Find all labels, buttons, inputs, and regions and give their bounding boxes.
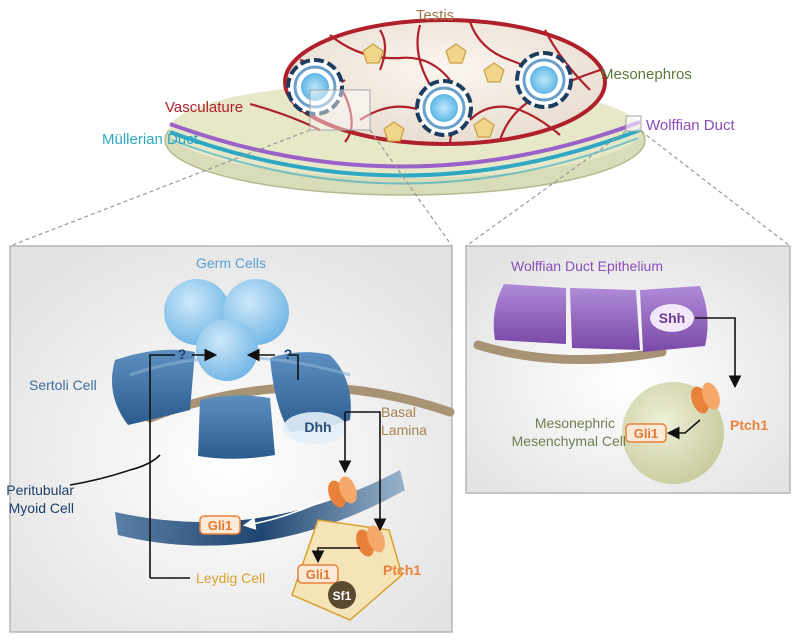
germ-cells [164, 279, 289, 381]
gli1-right-label: Gli1 [634, 426, 659, 441]
question-mark-right: ? [284, 346, 293, 362]
vasculature-label: Vasculature [165, 99, 243, 116]
peritubular-label-2: Myoid Cell [9, 500, 74, 516]
wolffian-epithelial-cells [493, 284, 708, 352]
dhh-halo [283, 412, 347, 444]
wolffian-duct-tube [169, 120, 641, 169]
mullerian-duct-tube [169, 128, 641, 178]
ptch1-receptor-right [691, 382, 720, 414]
epithelium-title: Wolffian Duct Epithelium [511, 258, 663, 274]
germ-cells-label: Germ Cells [196, 255, 266, 271]
leydig-cells-small [362, 43, 505, 142]
zoom-box-duct [625, 115, 642, 132]
gli1-leydig-label: Gli1 [306, 567, 331, 582]
sertoli-cell-label: Sertoli Cell [29, 377, 97, 393]
shh-halo [650, 304, 694, 332]
question-mark-left: ? [178, 346, 187, 362]
dhh-label: Dhh [304, 419, 331, 435]
peritubular-myoid-cell-shape [115, 470, 405, 546]
testis-organ-illustration [164, 18, 646, 196]
basal-lamina-label-2: Lamina [381, 422, 427, 438]
mesenchymal-label-2: Mesenchymal Cell [512, 433, 626, 449]
left-panel: Dhh Germ Cells Gli1 Gli1 Sf1 [6, 245, 455, 633]
right-lamina-band [473, 340, 667, 365]
ptch1-receptor-leydig [356, 525, 385, 557]
mesonephros-label: Mesonephros [601, 66, 692, 83]
signaling-arrows-left [69, 348, 387, 579]
gli1-myoid-label: Gli1 [208, 518, 233, 533]
ptch1-label-left: Ptch1 [383, 562, 421, 578]
sf1-circle [328, 581, 356, 609]
gli1-box-right [625, 423, 667, 443]
shh-label: Shh [659, 310, 685, 326]
zoom-lines [9, 129, 791, 247]
ptch1-receptor-myoid [328, 476, 357, 508]
mesenchymal-label-1: Mesonephric [535, 415, 615, 431]
signaling-arrows-right [666, 317, 742, 440]
gli1-box-leydig [297, 564, 339, 584]
basal-lamina-label-1: Basal [381, 404, 416, 420]
testis-label: Testis [416, 7, 454, 24]
peritubular-label-1: Peritubular [6, 482, 74, 498]
sf1-label: Sf1 [333, 589, 352, 603]
ptch1-label-right: Ptch1 [730, 417, 768, 433]
mullerian-duct-label: Müllerian Duct [102, 131, 199, 148]
seminiferous-tubules [286, 51, 573, 137]
gli1-box-myoid [199, 515, 241, 535]
zoom-box-testis [309, 89, 371, 131]
wolffian-duct-label: Wolffian Duct [646, 117, 735, 134]
right-panel: Wolffian Duct Epithelium Shh Gli1 Mesone… [465, 245, 791, 494]
leydig-cell-label: Leydig Cell [196, 570, 265, 586]
sertoli-cells [111, 349, 351, 459]
